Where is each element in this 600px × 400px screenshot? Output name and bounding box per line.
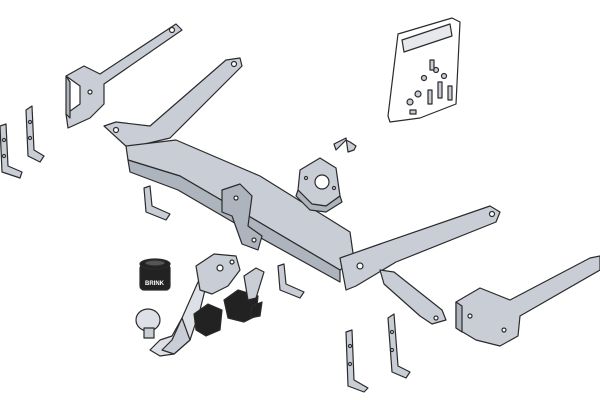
release-latch (223, 267, 265, 323)
lower-vertical-bracket-1 (345, 329, 369, 393)
lower-vertical-bracket-2 (387, 313, 411, 379)
small-clip-bracket (333, 137, 357, 153)
tow-ball-neck (149, 277, 209, 357)
bolts-and-nuts-icon (406, 59, 453, 115)
tow-ball (135, 308, 161, 339)
hardware-fittings-bag (387, 17, 461, 123)
main-crossbar (103, 57, 501, 325)
rubber-cover (193, 303, 223, 337)
right-mounting-bracket (455, 255, 600, 347)
left-l-bracket-2 (25, 105, 45, 163)
left-l-bracket-1 (0, 123, 23, 179)
socket-brand-label: BRINK (145, 281, 165, 287)
lower-left-bracket (143, 185, 171, 221)
electrical-socket: BRINK (139, 258, 171, 291)
center-small-bracket (277, 263, 305, 299)
tow-ball-mount-head (195, 253, 241, 295)
upper-left-mounting-bracket (65, 23, 183, 129)
socket-mounting-plate (295, 157, 343, 213)
